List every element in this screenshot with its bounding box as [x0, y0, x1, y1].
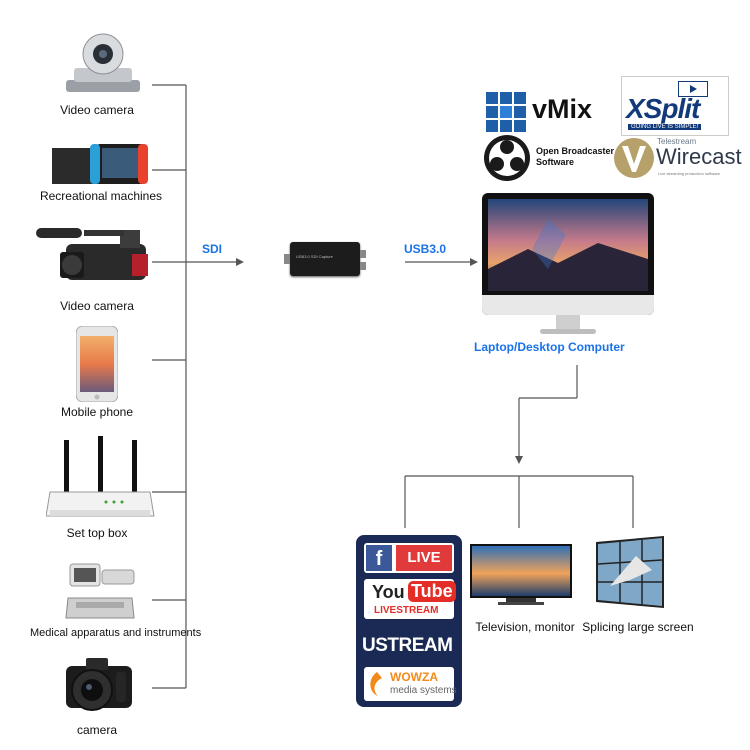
youtube-livestream-badge: You Tube LIVESTREAM — [364, 579, 456, 619]
monitor-screen — [488, 199, 648, 291]
usb-label: USB3.0 — [404, 242, 447, 256]
connector-port — [360, 262, 366, 270]
source-label: Video camera — [60, 299, 134, 313]
video-wall-icon — [596, 536, 664, 608]
wirecast-logo-text: Wirecast — [656, 144, 742, 169]
sdi-label: SDI — [202, 242, 223, 256]
wowza-badge: WOWZA media systems — [364, 667, 457, 701]
camcorder-icon — [36, 228, 148, 280]
vmix-logo-icon — [486, 92, 526, 132]
game-console-icon — [52, 144, 148, 184]
wowza-icon — [370, 672, 382, 696]
wowza-label: WOWZA — [390, 670, 438, 684]
ustream-label: USTREAM — [362, 635, 453, 656]
facebook-live-badge: f LIVE — [364, 543, 454, 573]
source-label: Set top box — [66, 526, 128, 540]
monitor-base — [540, 329, 596, 334]
wowza-sub-label: media systems — [390, 685, 457, 696]
computer-monitor — [482, 193, 654, 315]
tv-label: Television, monitor — [475, 620, 575, 634]
ptz-camera-icon — [66, 33, 140, 92]
youtube-tube: Tube — [408, 581, 456, 602]
streaming-services-box: f LIVE You Tube LIVESTREAM USTREAM WOWZA… — [356, 535, 462, 707]
wirecast-logo-icon — [614, 138, 654, 178]
xsplit-tagline: GOING LIVE IS SIMPLE! — [628, 124, 702, 130]
obs-logo-icon — [484, 135, 530, 181]
capture-device: USB3.0 SDI Capture — [284, 242, 366, 276]
medical-device-icon — [65, 563, 135, 619]
mobile-phone-icon — [76, 326, 118, 402]
xsplit-logo-text: XSplit — [626, 93, 700, 124]
source-label: Mobile phone — [60, 405, 134, 419]
facebook-live-label: LIVE — [396, 545, 452, 571]
youtube-livestream: LIVESTREAM — [374, 605, 439, 616]
vmix-logo: vMix — [532, 94, 593, 124]
xsplit-logo: XSplit GOING LIVE IS SIMPLE! — [621, 76, 729, 136]
obs-label-line1: Open Broadcaster — [536, 146, 615, 156]
play-icon — [678, 81, 708, 97]
source-label: Medical apparatus and instruments — [30, 627, 202, 639]
wirecast-tagline: Live streaming production software — [658, 171, 721, 176]
source-label: camera — [76, 723, 117, 737]
connector-port — [284, 254, 290, 264]
connector-port — [360, 250, 366, 258]
obs-label-line2: Software — [536, 157, 575, 167]
source-label: Video camera — [60, 103, 134, 117]
facebook-icon: f — [366, 545, 392, 571]
source-label: Recreational machines — [39, 189, 163, 203]
wirecast-brand: Telestream — [657, 137, 697, 146]
monitor-bezel — [482, 295, 654, 315]
youtube-you: You — [372, 582, 405, 602]
computer-label: Laptop/Desktop Computer — [474, 340, 625, 354]
video-wall-label: Splicing large screen — [582, 620, 694, 634]
capture-device-label: USB3.0 SDI Capture — [296, 254, 333, 259]
dslr-camera-icon — [66, 658, 132, 711]
monitor-stand — [556, 315, 580, 329]
router-icon — [46, 436, 155, 517]
television-icon — [470, 544, 572, 605]
